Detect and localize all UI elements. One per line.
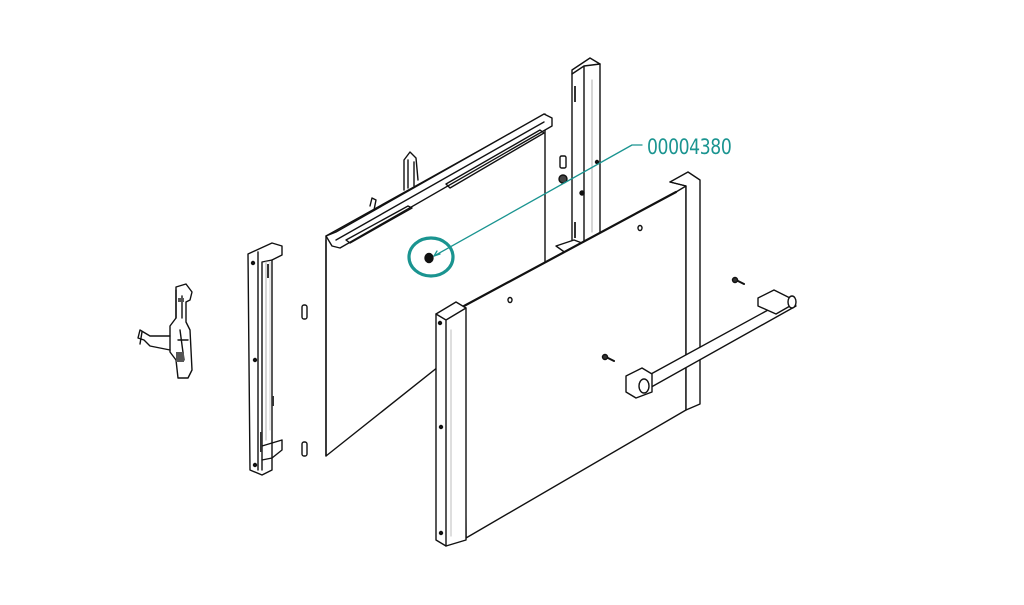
- door-handle[interactable]: [625, 289, 797, 399]
- part-number-callout[interactable]: 00004380: [647, 135, 732, 159]
- right-side-frame[interactable]: [555, 57, 601, 257]
- grommet-part[interactable]: [424, 252, 434, 264]
- outer-door-panel[interactable]: [435, 171, 701, 547]
- spacer-clip-lower[interactable]: [301, 441, 308, 457]
- handle-screw-lower[interactable]: [601, 353, 615, 362]
- callout-circle-icon[interactable]: [407, 236, 455, 278]
- left-side-frame[interactable]: [247, 242, 283, 476]
- hinge-left[interactable]: [137, 283, 193, 379]
- handle-screw-upper[interactable]: [731, 276, 745, 285]
- callout-leader: [433, 144, 643, 257]
- spacer-clip-upper[interactable]: [301, 304, 308, 320]
- top-bracket[interactable]: [325, 113, 553, 249]
